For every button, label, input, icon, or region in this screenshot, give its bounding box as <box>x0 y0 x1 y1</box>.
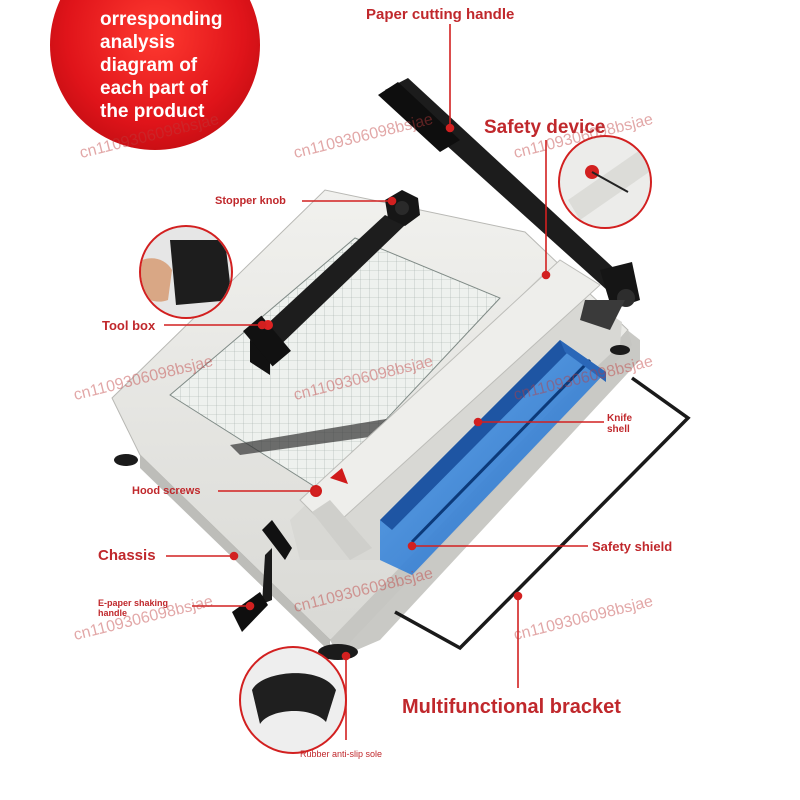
label-multifunctional-bracket: Multifunctional bracket <box>402 696 621 718</box>
inset-rubber-sole <box>239 646 347 754</box>
leader-lines <box>164 24 604 740</box>
intro-line: orresponding <box>100 9 223 30</box>
label-paper-shaking-handle: E-paper shaking handle <box>98 598 168 618</box>
inset-safety-device <box>558 135 652 229</box>
label-paper-cutting-handle: Paper cutting handle <box>366 6 515 23</box>
cutting-handle <box>378 78 640 330</box>
corner-intro-text: orresponding analysis diagram of each pa… <box>100 8 222 123</box>
label-stopper-knob: Stopper knob <box>215 195 286 207</box>
intro-line: analysis <box>100 32 175 53</box>
corner-red-blob <box>50 0 260 150</box>
paper-shaking-handle-shape <box>232 520 292 632</box>
cutting-grid-board <box>169 237 501 491</box>
intro-line: each part of <box>100 78 208 99</box>
label-knife-shell-line: shell <box>607 424 630 435</box>
intro-line: diagram of <box>100 55 198 76</box>
label-safety-device: Safety device <box>484 117 606 138</box>
label-knife-shell-line: Knife <box>607 413 632 424</box>
label-chassis: Chassis <box>98 547 156 564</box>
label-tool-box: Tool box <box>102 318 156 333</box>
blade-housing <box>290 259 622 560</box>
inset-tool-box <box>139 225 233 319</box>
label-hood-screws: Hood screws <box>132 485 201 497</box>
foot-right <box>610 345 630 355</box>
label-paper-shaking-line: handle <box>98 608 128 618</box>
label-paper-shaking-line: E-paper shaking <box>98 598 169 608</box>
label-knife-shell: Knife shell <box>607 413 632 435</box>
label-safety-shield: Safety shield <box>592 539 673 554</box>
wire-bracket <box>394 376 691 651</box>
foot-left <box>114 454 138 466</box>
intro-line: the product <box>100 101 205 122</box>
blue-safety-shield <box>380 340 606 575</box>
back-fence <box>243 215 405 375</box>
label-rubber-sole: Rubber anti-slip sole <box>300 749 383 759</box>
